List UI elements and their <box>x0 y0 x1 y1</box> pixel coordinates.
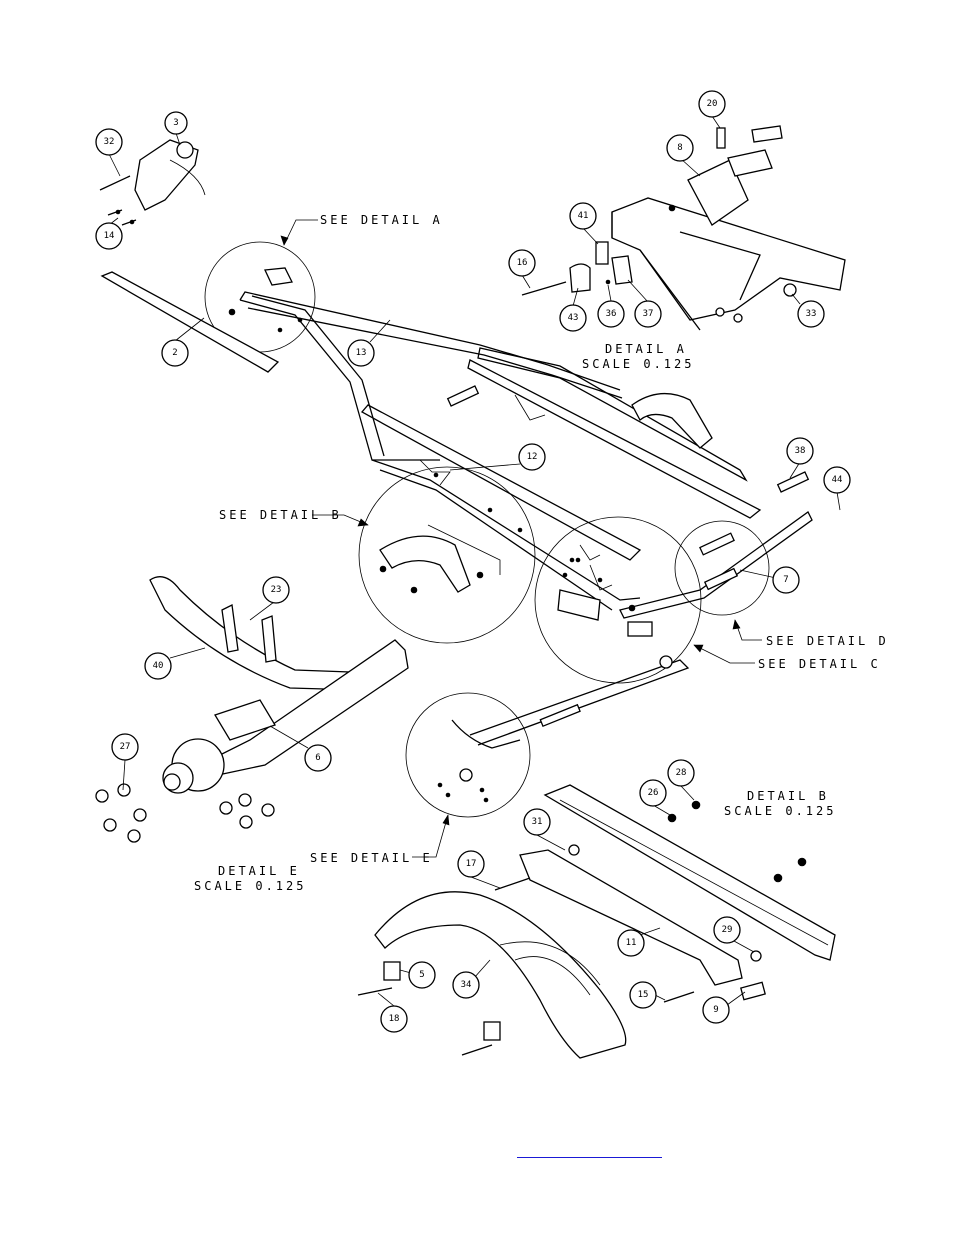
callout-36: 36 <box>597 300 625 328</box>
callout-26: 26 <box>639 779 667 807</box>
svg-text:12: 12 <box>527 452 538 462</box>
leader-lines <box>108 115 841 1007</box>
callout-33: 33 <box>797 300 825 328</box>
callout-43: 43 <box>559 304 587 332</box>
callout-7: 7 <box>772 566 800 594</box>
detail-a-title: DETAIL A <box>605 342 687 356</box>
callout-37: 37 <box>634 300 662 328</box>
svg-text:23: 23 <box>271 585 282 595</box>
callout-38: 38 <box>786 437 814 465</box>
detail-b-scale: SCALE 0.125 <box>724 804 836 818</box>
detail-d-circle <box>674 520 770 616</box>
see-detail-a-label: SEE DETAIL A <box>320 213 443 227</box>
part-callouts: 32 3 14 20 8 41 16 43 36 37 33 2 13 12 3… <box>95 90 851 1033</box>
svg-text:9: 9 <box>713 1005 718 1015</box>
svg-text:28: 28 <box>676 768 687 778</box>
svg-text:6: 6 <box>315 753 320 763</box>
svg-text:41: 41 <box>578 211 589 221</box>
callout-8: 8 <box>666 134 694 162</box>
svg-text:13: 13 <box>356 348 367 358</box>
svg-text:11: 11 <box>626 938 637 948</box>
detail-b-circle <box>358 466 536 644</box>
svg-text:40: 40 <box>153 661 164 671</box>
svg-text:37: 37 <box>643 309 654 319</box>
callout-2: 2 <box>161 339 189 367</box>
callout-17: 17 <box>457 850 485 878</box>
detail-e-circle <box>405 692 531 818</box>
callout-44: 44 <box>823 466 851 494</box>
detail-b-title: DETAIL B <box>747 789 829 803</box>
svg-text:18: 18 <box>389 1014 400 1024</box>
svg-text:33: 33 <box>806 309 817 319</box>
callout-32: 32 <box>95 128 123 156</box>
svg-text:16: 16 <box>517 258 528 268</box>
svg-text:29: 29 <box>722 925 733 935</box>
callout-6: 6 <box>304 744 332 772</box>
svg-text:26: 26 <box>648 788 659 798</box>
callout-9: 9 <box>702 996 730 1024</box>
svg-text:3: 3 <box>173 118 178 128</box>
callout-23: 23 <box>262 576 290 604</box>
see-detail-c-label: SEE DETAIL C <box>758 657 881 671</box>
callout-41: 41 <box>569 202 597 230</box>
callout-11: 11 <box>617 929 645 957</box>
callout-3: 3 <box>164 111 188 135</box>
callout-16: 16 <box>508 249 536 277</box>
detail-e-title: DETAIL E <box>218 864 300 878</box>
tongue-bar <box>100 271 280 373</box>
svg-text:20: 20 <box>707 99 718 109</box>
svg-text:8: 8 <box>677 143 682 153</box>
detail-c-parts <box>557 544 653 637</box>
hitch-assembly <box>99 139 206 226</box>
callout-12: 12 <box>518 443 546 471</box>
detail-e-parts <box>437 655 690 803</box>
svg-text:32: 32 <box>104 137 115 147</box>
detail-notes: SEE DETAIL A DETAIL A SCALE 0.125 SEE DE… <box>194 213 889 893</box>
svg-text:34: 34 <box>461 980 472 990</box>
svg-text:17: 17 <box>466 859 477 869</box>
callout-28: 28 <box>667 759 695 787</box>
svg-text:38: 38 <box>795 446 806 456</box>
lug-nuts <box>95 783 275 843</box>
callout-13: 13 <box>347 339 375 367</box>
svg-text:27: 27 <box>120 742 131 752</box>
callout-5: 5 <box>408 961 436 989</box>
callout-15: 15 <box>629 981 657 1009</box>
hyperlink-underline[interactable] <box>517 1157 662 1158</box>
svg-text:7: 7 <box>783 575 788 585</box>
svg-text:31: 31 <box>532 817 543 827</box>
callout-20: 20 <box>698 90 726 118</box>
svg-text:15: 15 <box>638 990 649 1000</box>
axle-assembly <box>95 576 409 843</box>
callout-34: 34 <box>452 971 480 999</box>
callout-40: 40 <box>144 652 172 680</box>
see-detail-b-label: SEE DETAIL B <box>219 508 342 522</box>
svg-text:44: 44 <box>832 475 843 485</box>
see-detail-e-label: SEE DETAIL E <box>310 851 433 865</box>
detail-e-scale: SCALE 0.125 <box>194 879 306 893</box>
trailer-frame <box>228 267 813 619</box>
detail-c-circle <box>534 516 702 684</box>
svg-text:43: 43 <box>568 313 579 323</box>
callout-31: 31 <box>523 808 551 836</box>
svg-text:14: 14 <box>104 231 115 241</box>
svg-text:2: 2 <box>172 348 177 358</box>
detail-a-scale: SCALE 0.125 <box>582 357 694 371</box>
detail-b-parts <box>379 524 501 594</box>
svg-text:5: 5 <box>419 970 424 980</box>
svg-text:36: 36 <box>606 309 617 319</box>
callout-14: 14 <box>95 222 123 250</box>
callout-29: 29 <box>713 916 741 944</box>
detail-a-assembly <box>521 125 846 331</box>
callout-27: 27 <box>111 733 139 761</box>
see-detail-d-label: SEE DETAIL D <box>766 634 889 648</box>
fender-assembly <box>357 784 836 1059</box>
callout-18: 18 <box>380 1005 408 1033</box>
